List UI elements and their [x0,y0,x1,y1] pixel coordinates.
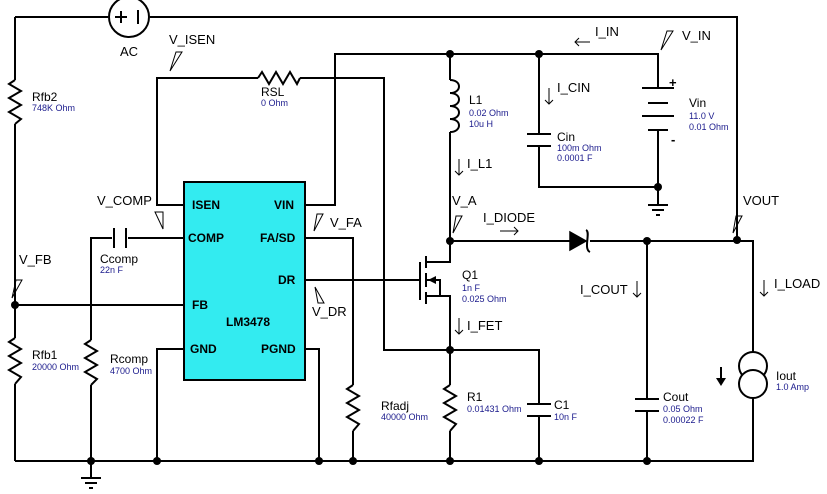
iout-current-source [716,351,768,399]
diode [569,229,591,253]
svg-text:I_LOAD: I_LOAD [774,276,820,291]
svg-text:748K Ohm: 748K Ohm [32,103,75,113]
q1-label: Q1 [462,268,478,282]
svg-text:LM3478: LM3478 [226,315,270,329]
svg-text:1n F: 1n F [462,283,481,293]
current-labels: I_IN I_CIN I_L1 I_DIODE I_FET I_COUT I_L… [467,24,820,333]
ccomp-label: Ccomp [100,252,138,266]
svg-text:10n F: 10n F [554,412,578,422]
current-arrows [454,37,769,335]
svg-text:I_DIODE: I_DIODE [483,210,535,225]
r1-label: R1 [467,390,483,404]
svg-text:PGND: PGND [261,342,296,356]
svg-text:I_FET: I_FET [467,318,502,333]
rfb1-label: Rfb1 [32,348,58,362]
svg-text:22n F: 22n F [100,265,124,275]
r1-resistor [442,384,458,432]
vin-battery: + - [642,75,677,147]
ground-symbol-main [81,477,101,489]
ground-symbol-vin [648,204,668,216]
component-labels: Rfb2 748K Ohm RSL 0 Ohm L1 0.02 Ohm 10u … [32,85,809,425]
rfb2-label: Rfb2 [32,90,58,104]
svg-text:FB: FB [192,298,208,312]
svg-text:I_CIN: I_CIN [557,80,590,95]
svg-text:V_ISEN: V_ISEN [169,32,215,47]
svg-text:V_COMP: V_COMP [97,193,152,208]
svg-text:AC: AC [120,44,138,59]
lm3478-ic: ISEN VIN COMP FA/SD DR FB LM3478 GND PGN… [183,181,306,381]
rfb1-resistor [7,337,23,385]
rcomp-label: Rcomp [110,352,148,366]
c1-capacitor [527,403,551,417]
cin-capacitor [527,133,551,147]
svg-text:V_A: V_A [452,193,477,208]
svg-text:20000 Ohm: 20000 Ohm [32,362,79,372]
iout-label: Iout [776,369,797,383]
rcomp-resistor [83,339,99,386]
rsl-resistor [257,70,301,87]
svg-text:40000 Ohm: 40000 Ohm [381,412,428,422]
probe-markers [11,30,743,304]
svg-text:-: - [671,132,675,147]
wires [14,16,754,478]
svg-text:10u H: 10u H [469,119,493,129]
svg-text:4700 Ohm: 4700 Ohm [110,366,152,376]
svg-text:I_IN: I_IN [595,24,619,39]
svg-text:0 Ohm: 0 Ohm [261,98,288,108]
svg-text:0.01431 Ohm: 0.01431 Ohm [467,404,522,414]
svg-text:100m Ohm: 100m Ohm [557,143,602,153]
svg-text:ISEN: ISEN [192,198,220,212]
svg-text:0.025 Ohm: 0.025 Ohm [462,294,507,304]
junctions [11,50,741,465]
svg-text:VIN: VIN [274,198,294,212]
svg-text:0.0001 F: 0.0001 F [557,153,593,163]
rfb2-resistor [7,79,23,125]
svg-text:1.0 Amp: 1.0 Amp [776,382,809,392]
svg-text:I_L1: I_L1 [467,156,492,171]
svg-text:COMP: COMP [188,231,224,245]
ac-source: AC [108,0,150,59]
svg-text:VOUT: VOUT [743,193,779,208]
rfadj-resistor [345,384,361,432]
svg-text:GND: GND [190,342,217,356]
l1-label: L1 [469,93,483,107]
ccomp-capacitor [113,228,127,248]
c1-label: C1 [554,398,570,412]
svg-text:V_FA: V_FA [330,215,362,230]
svg-text:V_FB: V_FB [19,252,52,267]
vin-label: Vin [689,96,706,110]
l1-inductor [449,79,460,133]
svg-text:0.01 Ohm: 0.01 Ohm [689,122,729,132]
svg-text:0.02 Ohm: 0.02 Ohm [469,108,509,118]
svg-text:DR: DR [278,273,296,287]
svg-text:V_IN: V_IN [682,28,711,43]
svg-text:+: + [669,75,677,90]
svg-text:V_DR: V_DR [312,304,347,319]
cout-capacitor [635,398,659,412]
svg-text:0.00022 F: 0.00022 F [663,415,704,425]
svg-text:FA/SD: FA/SD [260,231,296,245]
rfadj-label: Rfadj [381,399,409,413]
q1-mosfet [414,256,441,304]
probe-labels: V_ISEN V_IN V_COMP V_FB V_FA V_DR V_A VO… [19,28,779,319]
svg-text:11.0 V: 11.0 V [689,111,714,121]
cout-label: Cout [663,390,689,404]
svg-text:I_COUT: I_COUT [580,282,628,297]
rsl-label: RSL [261,85,285,99]
svg-text:0.05 Ohm: 0.05 Ohm [663,404,703,414]
cin-label: Cin [557,130,575,144]
